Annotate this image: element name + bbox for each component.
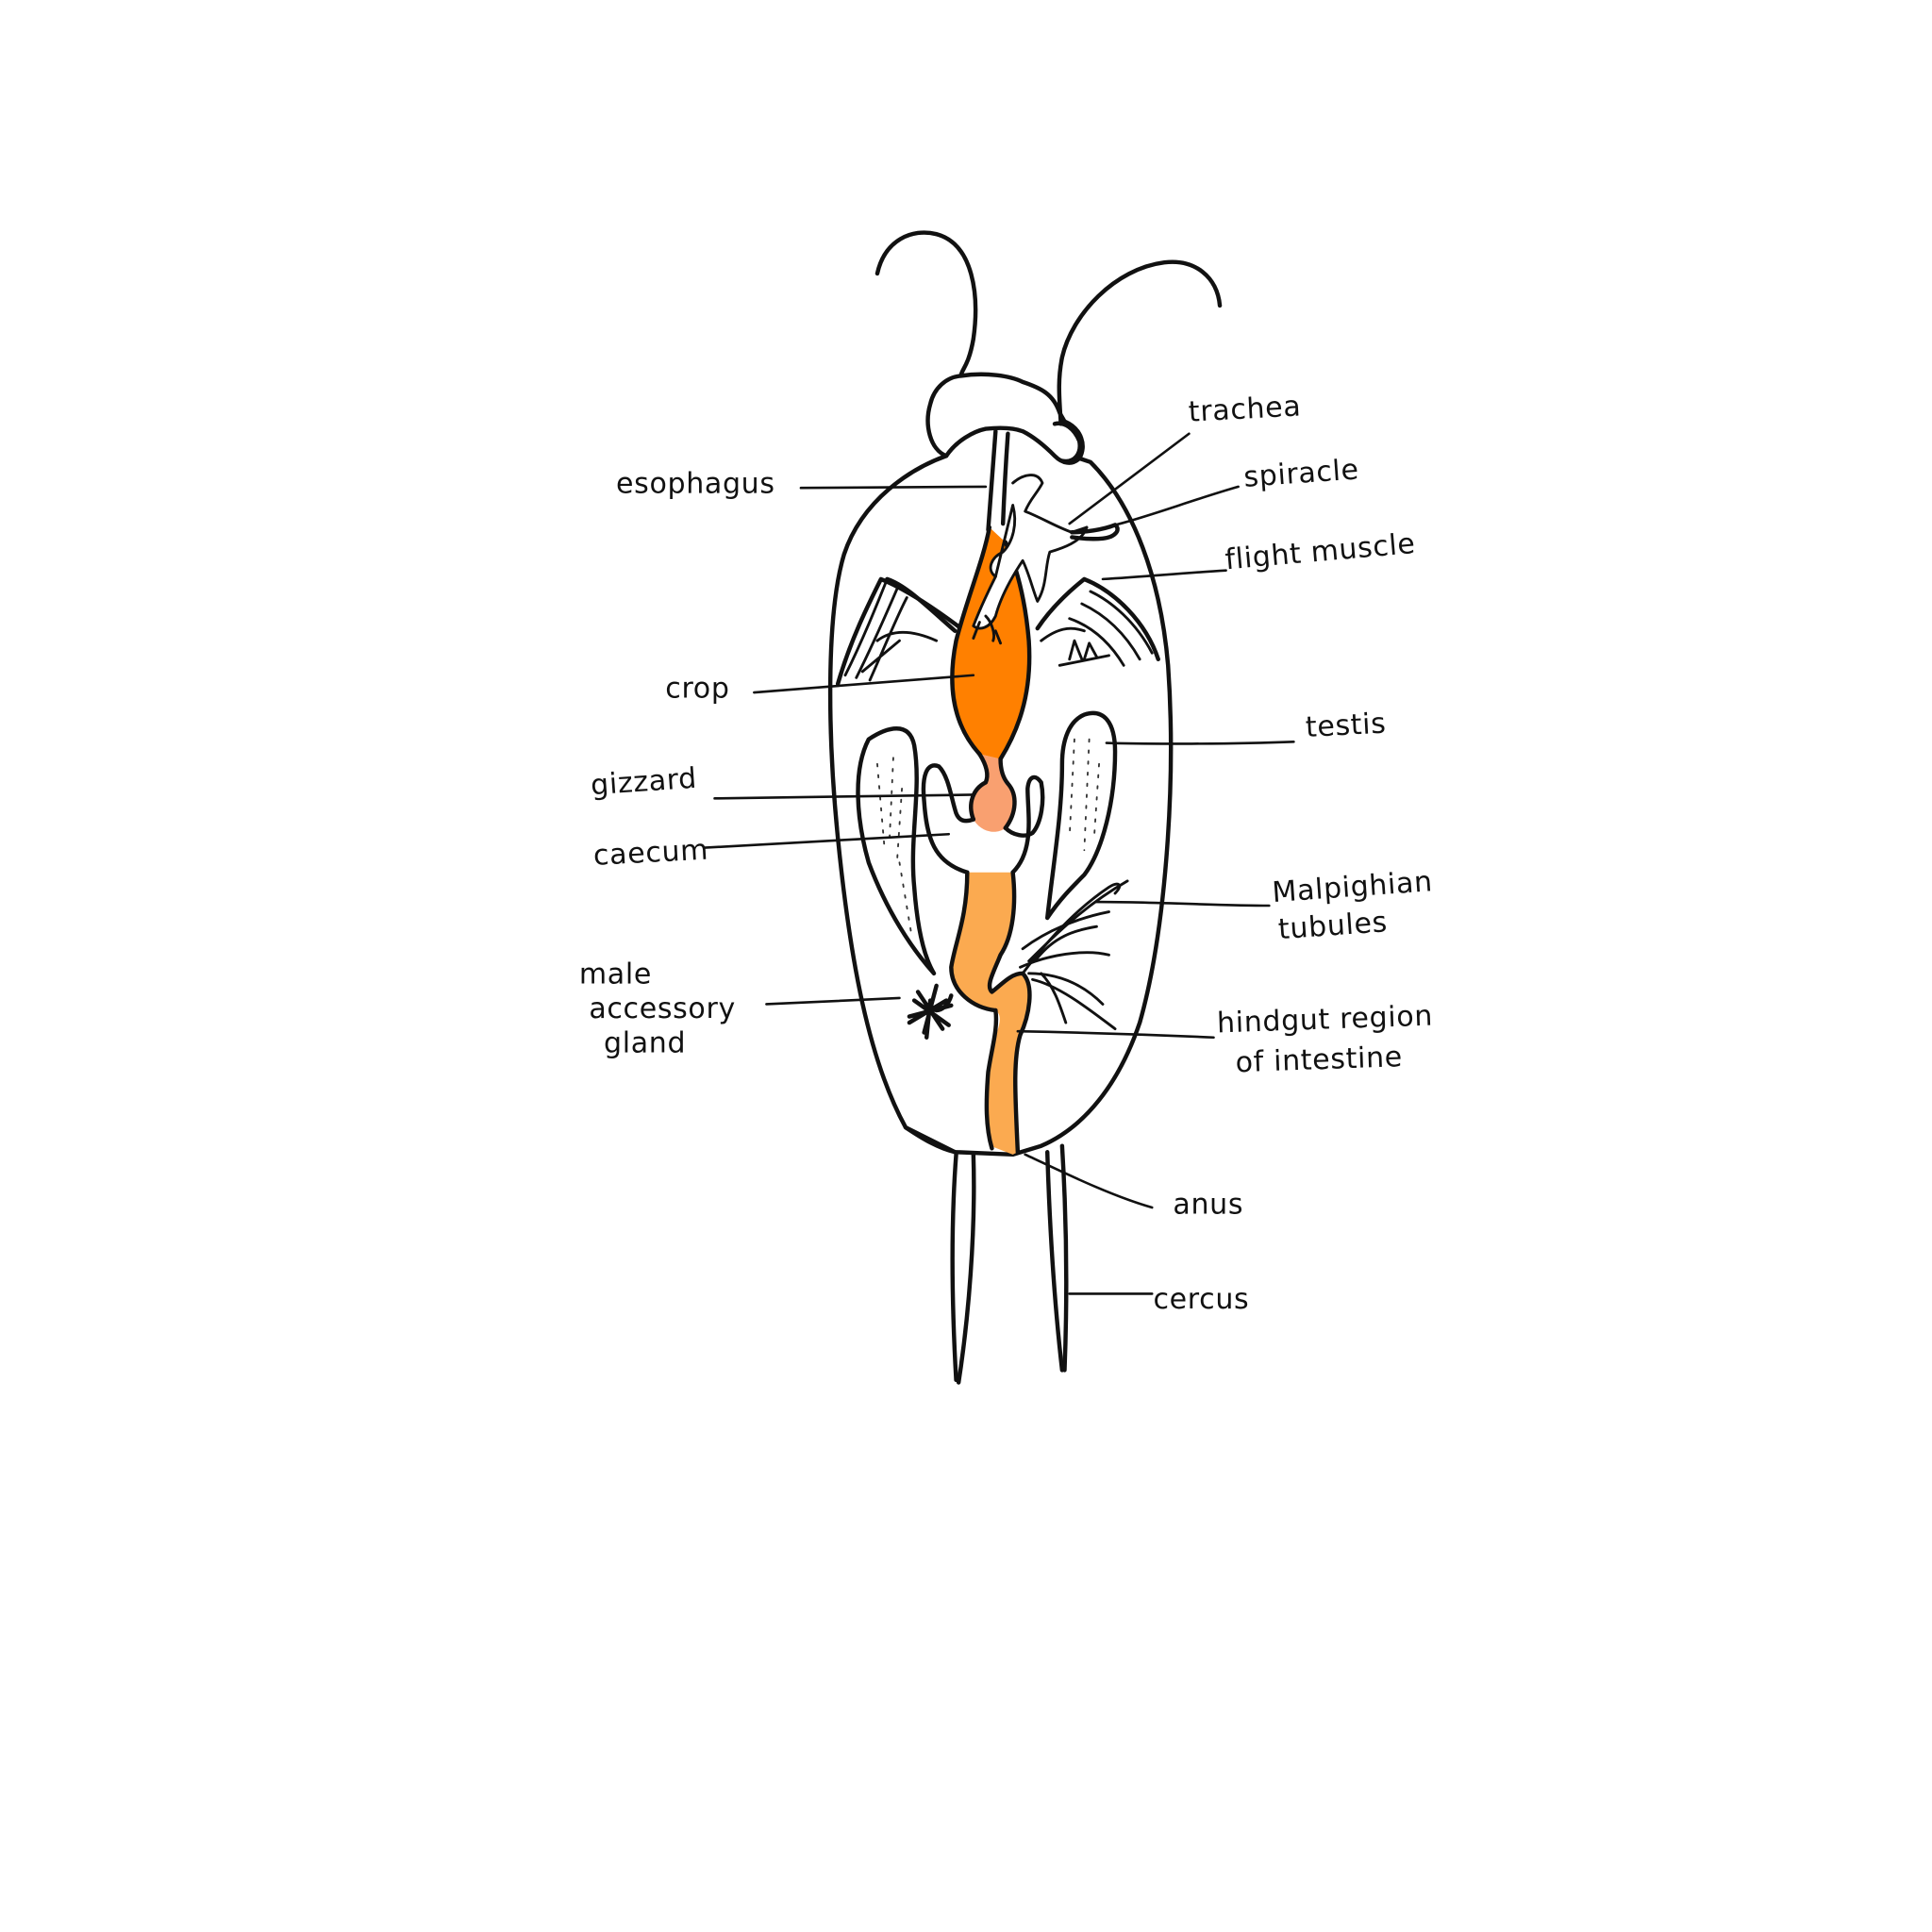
male-accessory-gland	[907, 983, 954, 1040]
label-cercus: cercus	[1154, 1283, 1250, 1316]
label-testis: testis	[1305, 708, 1387, 744]
malpighian-tubules	[1019, 879, 1129, 1031]
testes	[856, 710, 1118, 976]
label-male-accessory-line2: accessory	[589, 992, 736, 1025]
label-trachea: trachea	[1188, 390, 1302, 428]
labels: esophagus trachea spiracle flight muscle…	[579, 390, 1434, 1316]
hindgut	[949, 870, 1032, 1155]
esophagus	[986, 428, 1010, 532]
label-gizzard: gizzard	[590, 762, 698, 803]
flight-muscles	[835, 576, 1160, 687]
body-outline	[827, 454, 1174, 1158]
label-male-accessory-line1: male	[579, 958, 652, 991]
label-hindgut-line1: hindgut region	[1217, 1000, 1434, 1041]
head	[925, 372, 1085, 465]
label-caecum: caecum	[592, 834, 709, 873]
gastric-caeca	[921, 763, 1045, 874]
label-malpighian-line1: Malpighian	[1271, 865, 1434, 909]
label-anus: anus	[1173, 1189, 1243, 1222]
antennae	[874, 230, 1223, 426]
leader-lines	[703, 432, 1295, 1295]
label-crop: crop	[665, 672, 729, 705]
label-male-accessory-line3: gland	[604, 1026, 686, 1059]
label-malpighian-line2: tubules	[1277, 906, 1389, 946]
label-hindgut-line2: of intestine	[1235, 1041, 1403, 1079]
spiracle	[1070, 523, 1120, 541]
label-esophagus: esophagus	[616, 467, 775, 500]
cerci	[950, 1143, 1069, 1385]
gizzard	[969, 752, 1017, 832]
trachea	[972, 474, 1089, 645]
label-spiracle: spiracle	[1242, 453, 1360, 493]
label-flight-muscle: flight muscle	[1224, 527, 1417, 577]
